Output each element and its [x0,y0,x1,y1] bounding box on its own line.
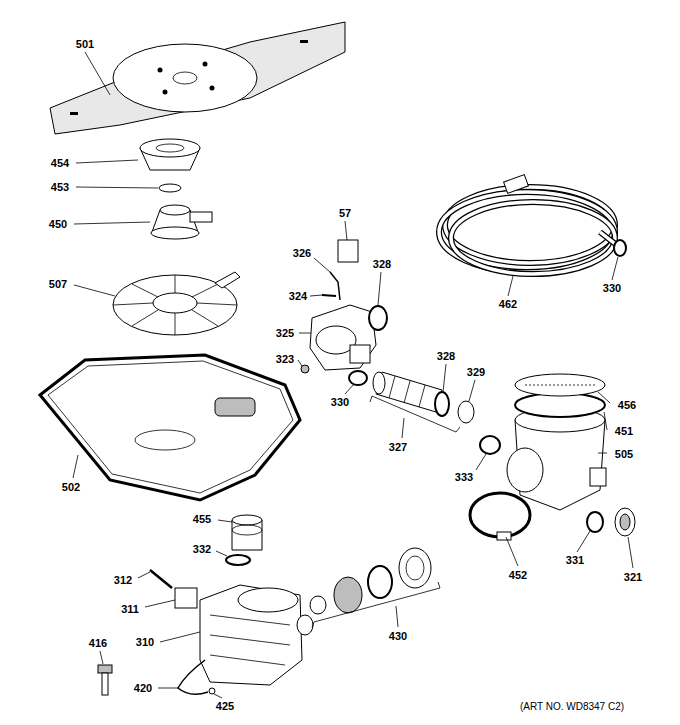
hose-clamp [349,371,367,385]
callout-number: 420 [134,682,152,695]
drain-pump [310,305,376,370]
callout-number: 326 [293,247,311,260]
check-valve-tube [373,372,500,454]
callout-number: 328 [437,350,455,363]
callout-number: 330 [603,282,621,295]
spray-arm-cup [140,139,200,170]
callout-number: 452 [509,569,527,582]
callout-number: 332 [193,543,211,556]
group-bracket [312,582,440,628]
ground-wire [178,660,208,694]
clamp-screw [497,532,511,540]
art-number: (ART NO. WD8347 C2) [520,700,624,713]
group-bracket [370,396,460,432]
callout-number: 330 [331,396,349,409]
callout-number: 502 [62,481,80,494]
impeller-group [310,548,431,614]
hose-clamp [614,240,626,256]
screw [150,570,172,588]
pump-motor [200,585,313,685]
callout-number: 453 [51,181,69,194]
hose-clamp [587,512,603,532]
filter-disc [113,272,240,335]
callout-number: 331 [566,554,584,567]
callout-number: 416 [89,637,107,650]
callout-number: 456 [618,399,636,412]
pump-seal [232,515,262,550]
callout-number: 507 [49,278,67,291]
nut [301,365,309,373]
callout-number: 501 [76,38,94,51]
check-valve [615,508,635,536]
manifold [151,205,212,239]
callout-number: 321 [624,571,642,584]
callout-number: 450 [49,218,67,231]
callout-number: 333 [455,471,473,484]
callout-number: 455 [193,513,211,526]
callout-number: 425 [216,700,234,713]
terminal-ring [209,688,215,694]
callout-number: 462 [499,298,517,311]
sump-housing [507,374,606,510]
callout-number: 325 [276,327,294,340]
callout-number: 454 [51,157,69,170]
drain-hose [439,175,618,274]
callout-number: 505 [615,448,633,461]
callout-number: 327 [389,441,407,454]
callout-number: 430 [389,630,407,643]
callout-number: 324 [289,290,307,303]
sump-gasket [40,355,300,500]
callout-number: 329 [467,366,485,379]
seal-ring [369,306,387,330]
callout-number: 451 [615,425,633,438]
hose-clamp [226,555,250,565]
callout-number: 57 [339,207,351,220]
spray-arm [50,22,345,134]
sensor-block [338,240,358,262]
callout-number: 311 [121,603,139,616]
callout-number: 328 [373,258,391,271]
callout-number: 323 [276,353,294,366]
band-clamp [470,493,530,537]
leader-lines [73,52,633,698]
thermostat [175,588,197,608]
callout-number: 312 [114,574,132,587]
screw [322,295,336,296]
o-ring [159,184,181,192]
callout-number: 310 [136,636,154,649]
bolt [98,665,112,695]
